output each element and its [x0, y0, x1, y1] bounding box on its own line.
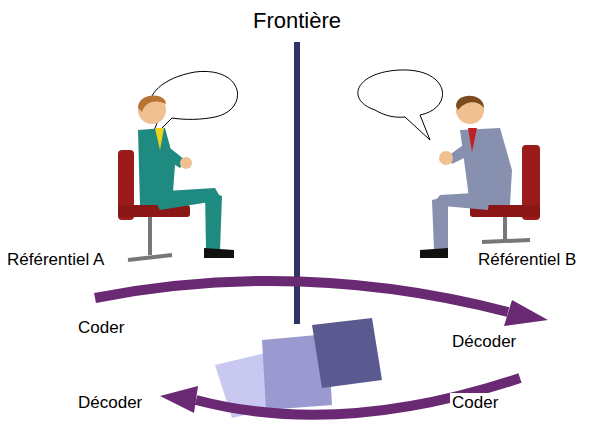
papers — [215, 318, 382, 418]
frame-label: Référentiel A — [5, 250, 106, 270]
exchange-arrow — [160, 378, 520, 415]
exchange-arrow — [95, 281, 548, 326]
person-figure — [118, 95, 234, 260]
person-figure — [420, 96, 540, 258]
action-label: Coder — [450, 393, 500, 413]
frame-label: Référentiel B — [476, 250, 578, 270]
action-label: Décoder — [76, 393, 144, 413]
action-label: Coder — [76, 318, 126, 338]
speech-bubble — [358, 70, 443, 140]
action-label: Décoder — [450, 332, 518, 352]
diagram-title: Frontière — [0, 8, 594, 33]
